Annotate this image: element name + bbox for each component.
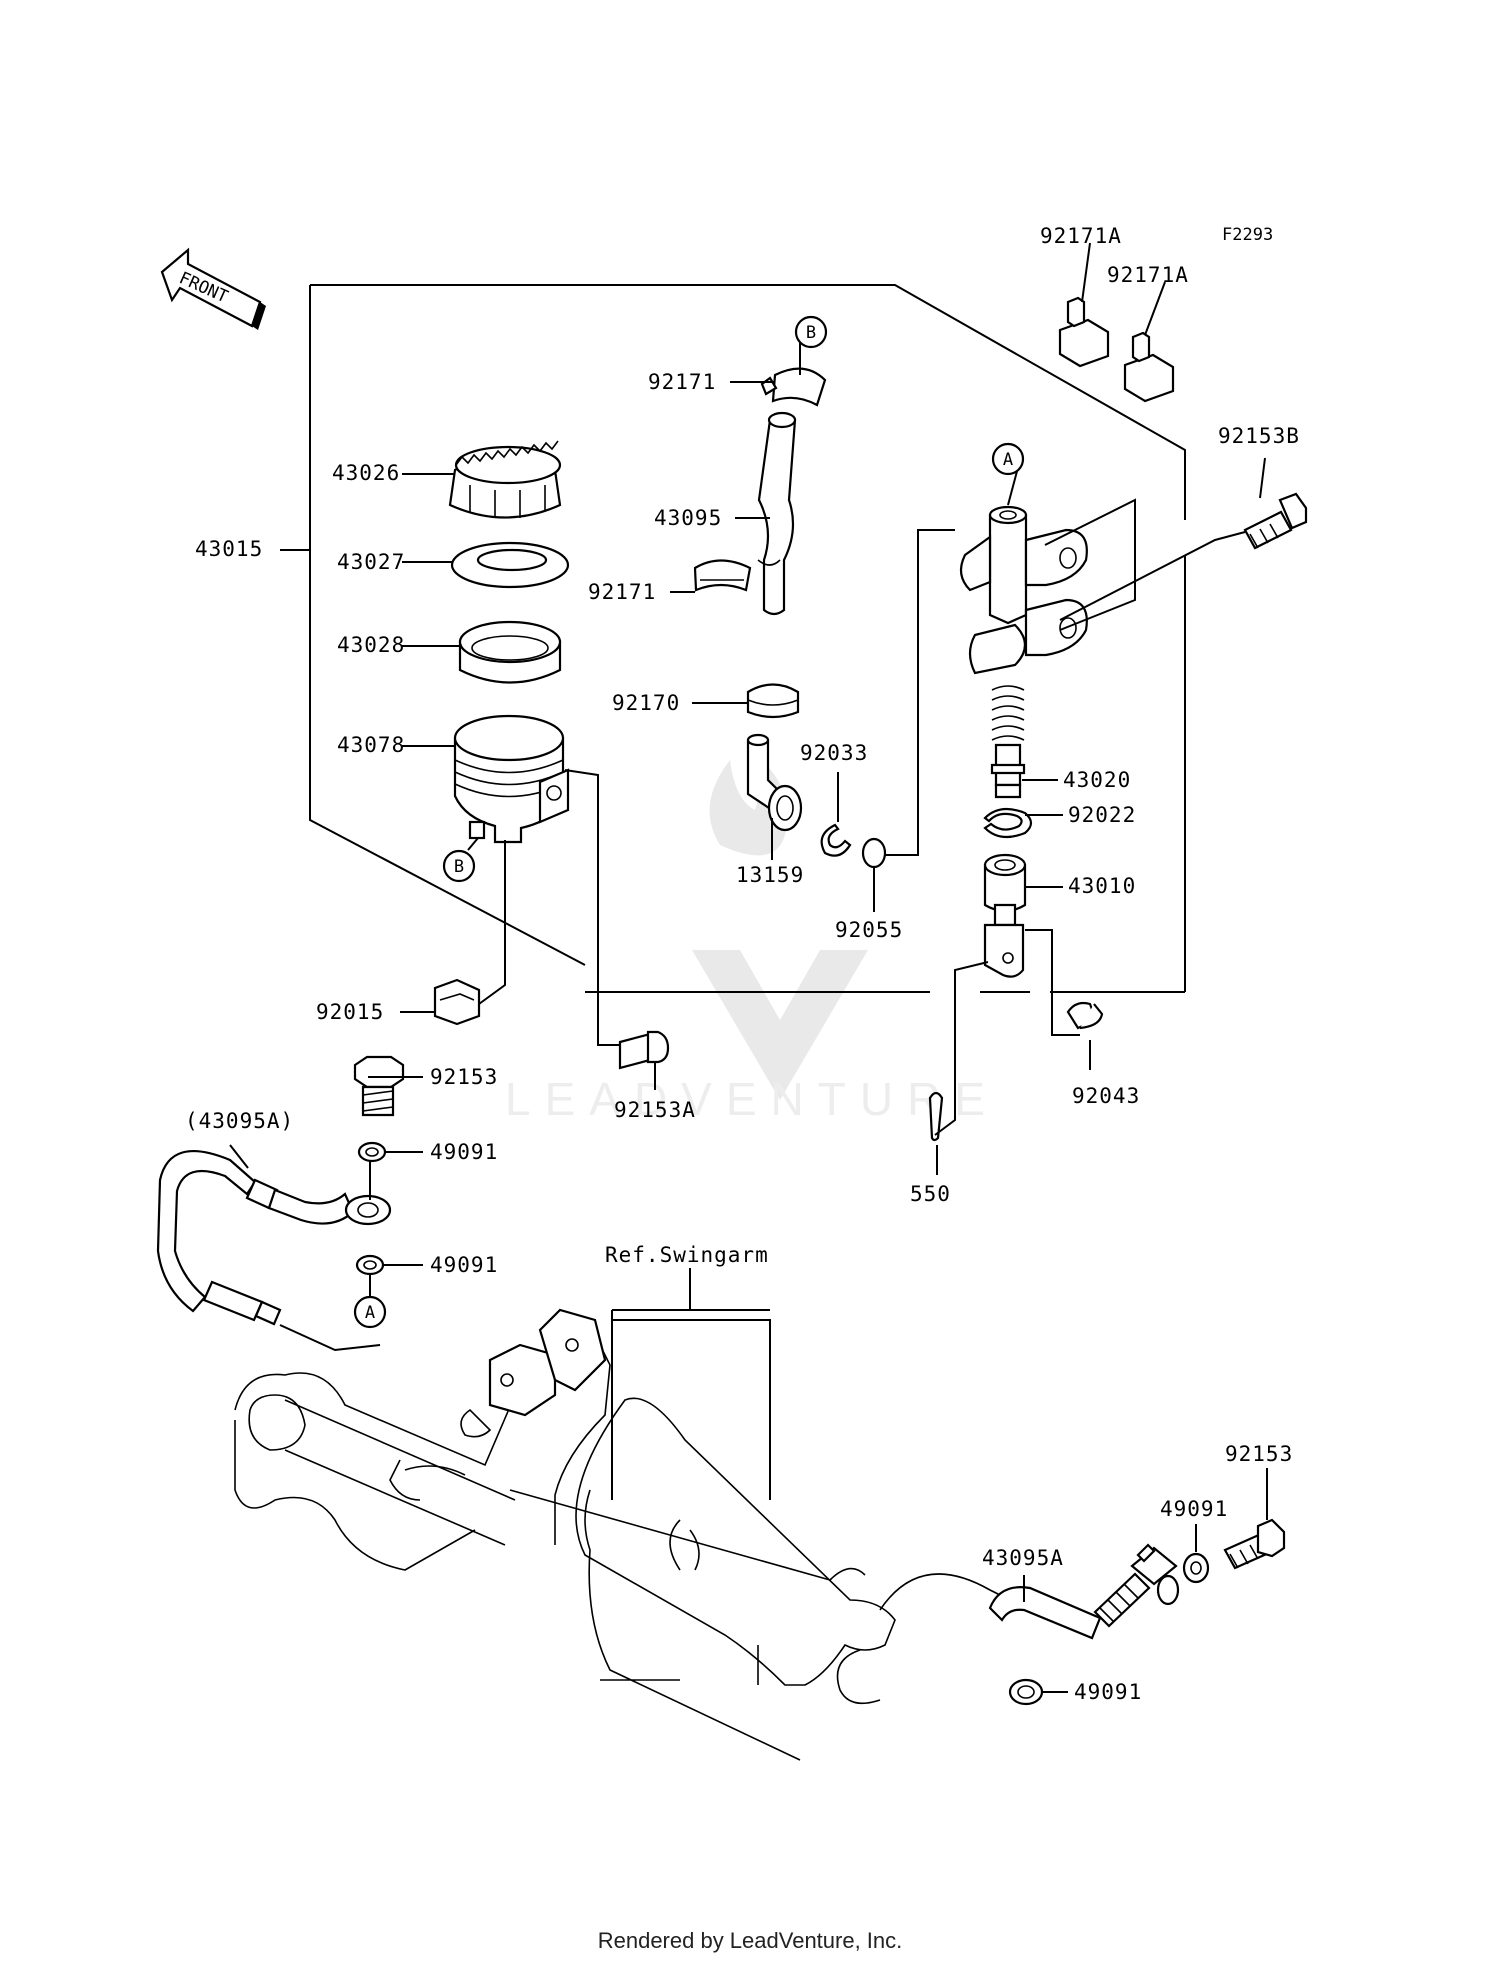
washer-49091-3-inner [1190,1561,1202,1575]
callout-43028: 43028 [337,633,405,657]
washer-49091-2 [355,1254,385,1276]
hose-clamp-92171-top [760,367,827,407]
front-arrow: FRONT [160,247,266,330]
callout-49091-2: 49091 [430,1253,498,1277]
washer-49091-2-inner [363,1260,377,1270]
callout-92171-mid: 92171 [588,580,656,604]
reservoir-diaphragm [458,620,562,684]
pin-92043 [1066,1001,1104,1030]
washer-49091-1 [357,1141,387,1163]
marker-a-bottom: A [353,1295,387,1329]
callout-92171A-1: 92171A [1040,224,1122,248]
svg-text:B: B [454,857,464,877]
o-ring-92055 [861,837,887,869]
callout-92055: 92055 [835,918,903,942]
callout-43078: 43078 [337,733,405,757]
callout-92022: 92022 [1068,803,1136,827]
callout-43026: 43026 [332,461,400,485]
watermark-text: LEADVENTURE [505,1073,999,1125]
swingarm-reference [234,1308,1011,1761]
bolt-92153B [1243,492,1308,550]
callout-49091-4: 49091 [1074,1680,1142,1704]
callout-43095: 43095 [654,506,722,530]
washer-49091-3 [1182,1552,1210,1584]
hose-clamp-92171A-1 [1058,296,1110,368]
callout-92153B: 92153B [1218,424,1300,448]
hose-clamp-92170 [746,683,800,719]
callout-92015: 92015 [316,1000,384,1024]
reference-swingarm-label: Ref.Swingarm [605,1243,769,1267]
watermark-logo: LEADVENTURE [505,755,999,1125]
banjo-bolt-right [1223,1518,1286,1570]
circlip-92033 [820,823,852,857]
callout-43020: 43020 [1063,768,1131,792]
svg-text:A: A [365,1303,375,1323]
callout-92153A: 92153A [614,1098,696,1122]
marker-a-top: A [991,442,1025,476]
circlip-92022 [983,807,1033,839]
svg-text:B: B [806,323,816,343]
master-cylinder-body [959,505,1088,675]
reservoir-plate [450,541,570,589]
callout-43010: 43010 [1068,874,1136,898]
figure-code: F2293 [1222,225,1273,245]
callout-49091-3: 49091 [1160,1497,1228,1521]
reservoir-cap [448,440,562,519]
assembly-frame [280,284,1186,993]
footer-credit: Rendered by LeadVenture, Inc. [598,1928,903,1953]
hose-clamp-92171A-2 [1123,331,1175,403]
reservoir-hose-43095 [757,411,797,616]
marker-b-top: B [794,315,828,349]
hose-43095A-lower [988,1543,1180,1640]
callout-49091-1: 49091 [430,1140,498,1164]
bolt-92153A [618,1030,670,1070]
callout-550: 550 [910,1182,951,1206]
leader-lines [229,242,1268,1693]
callout-43015: 43015 [195,537,263,561]
callout-43095A: 43095A [982,1546,1064,1570]
reservoir-body [453,714,570,844]
washer-49091-4 [1008,1678,1044,1706]
piston-43020 [990,685,1026,799]
washer-49091-4-inner [1017,1685,1035,1699]
hose-clamp-92171-mid [693,559,752,592]
callout-92170: 92170 [612,691,680,715]
callout-43027: 43027 [337,550,405,574]
hose-43095A-upper [156,1150,392,1326]
cotter-pin-550 [928,1091,944,1142]
push-rod-43010 [983,853,1027,978]
callout-92171-top: 92171 [648,370,716,394]
svg-text:A: A [1003,450,1013,470]
clamp-92015 [433,978,481,1026]
callout-13159: 13159 [736,863,804,887]
callout-43095A-paren: (43095A) [185,1109,294,1133]
callout-92171A-2: 92171A [1107,263,1189,287]
washer-49091-1-inner [365,1147,379,1157]
callout-92153-top: 92153 [430,1065,498,1089]
marker-b-reservoir: B [442,849,476,883]
callout-92033: 92033 [800,741,868,765]
callout-92043: 92043 [1072,1084,1140,1108]
callout-92153-right: 92153 [1225,1442,1293,1466]
fitting-13159 [746,733,803,832]
banjo-bolt-top [353,1055,405,1117]
